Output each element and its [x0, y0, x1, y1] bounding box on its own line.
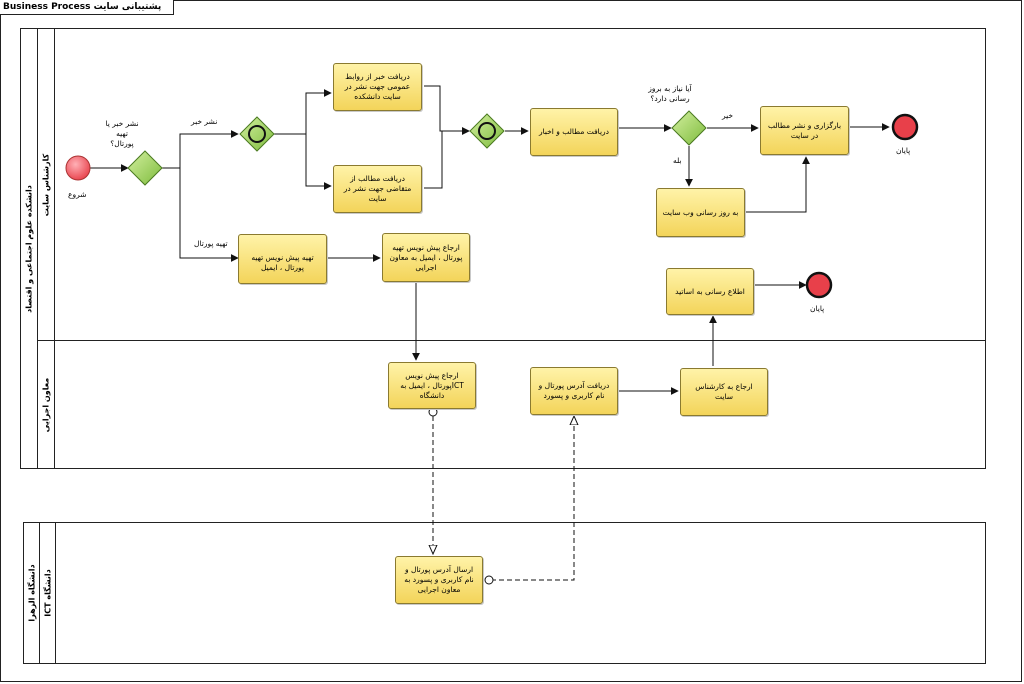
- message-flow-origin-2: [484, 575, 494, 585]
- task-draft-portal[interactable]: تهیه پیش نویس تهیه پورتال ، ایمیل: [238, 234, 327, 284]
- message-flow-origin-1: [428, 407, 438, 417]
- prepare-portal-label: تهیه پورتال: [194, 239, 228, 248]
- gateway-news-or-portal: [127, 150, 163, 186]
- flow-gateway-to-news: [162, 130, 239, 169]
- flow-split-to-request: [274, 133, 332, 190]
- publish-news-label: نشر خبر: [191, 117, 218, 126]
- gateway-question-label: نشر خبر یا تهیه پورتال؟: [105, 119, 139, 148]
- task-refer-draft-ict[interactable]: ارجاع پیش نویس ICTپورتال ، ایمیل به دانش…: [388, 362, 476, 409]
- task-send-portal-address[interactable]: ارسال آدرس پورتال و نام کاربری و پسورد ب…: [395, 556, 483, 604]
- start-event: [65, 155, 91, 181]
- task-receive-portal-address[interactable]: دریافت آدرس پورتال و نام کاربری و پسورد: [530, 367, 618, 415]
- flow-pr-to-join: [424, 85, 470, 135]
- diagram-title: Business Process پشتیبانی سایت: [0, 0, 175, 15]
- flow-split-to-pr: [274, 89, 332, 135]
- task-inform-professors[interactable]: اطلاع رسانی به اساتید: [666, 268, 754, 315]
- ict-pool-label: دانشگاه الزهرا: [24, 523, 40, 663]
- lane-deputy-label: معاون اجرایی: [38, 341, 55, 468]
- university-pool: دانشکده علوم اجتماعی و اقتصاد کارشناس سا…: [20, 28, 986, 469]
- ict-lane-label: ICT دانشگاه: [40, 523, 56, 663]
- update-question-label: آیا نیاز به بروز رسانی دارد؟: [648, 84, 692, 103]
- task-receive-news-pr[interactable]: دریافت خبر از روابط عمومی جهت نشر در سای…: [333, 63, 422, 111]
- yes-label: بله: [673, 156, 682, 165]
- ict-pool: دانشگاه الزهرا ICT دانشگاه: [23, 522, 986, 664]
- gateway-update-needed: [671, 110, 707, 146]
- start-label: شروع: [68, 190, 87, 199]
- task-refer-draft-deputy[interactable]: ارجاع پیش نویس تهیه پورتال ، ایمیل به مع…: [382, 233, 470, 282]
- end-event-2: [805, 271, 833, 299]
- gateway-split: [239, 116, 275, 152]
- task-update-website[interactable]: به روز رسانی وب سایت: [656, 188, 745, 237]
- flow-update-to-publish: [746, 156, 810, 213]
- message-flow-from-ict: [491, 416, 574, 581]
- university-pool-label: دانشکده علوم اجتماعی و اقتصاد: [21, 29, 38, 468]
- lane-site-expert-label: کارشناس سایت: [38, 29, 55, 340]
- end-event-1: [891, 113, 919, 141]
- lane-deputy: معاون اجرایی: [38, 341, 985, 468]
- task-receive-content-request[interactable]: دریافت مطالب از متقاضی جهت نشر در سایت: [333, 165, 422, 213]
- no-label: خیر: [722, 111, 734, 120]
- task-publish-content[interactable]: بارگزاری و نشر مطالب در سایت: [760, 106, 849, 155]
- end-label-1: پایان: [896, 146, 911, 155]
- gateway-join: [469, 113, 505, 149]
- end-label-2: پایان: [810, 304, 825, 313]
- flow-gateway-to-portal: [162, 167, 239, 262]
- task-receive-content-news[interactable]: دریافت مطالب و اخبار: [530, 108, 618, 156]
- lane-site-expert: کارشناس سایت: [38, 29, 985, 341]
- flow-request-to-join: [424, 127, 470, 189]
- task-refer-site-expert[interactable]: ارجاع به کارشناس سایت: [680, 368, 768, 416]
